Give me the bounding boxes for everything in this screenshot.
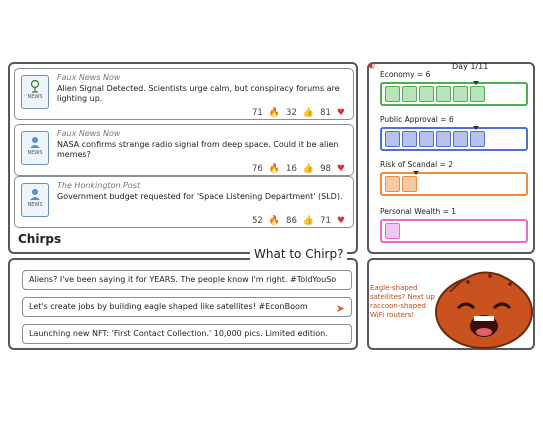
stat-label-wealth: Personal Wealth = 1 (380, 207, 457, 216)
stat-cell (385, 176, 400, 192)
stat-cell (419, 86, 434, 102)
stat-cell (470, 86, 485, 102)
stat-cell (436, 86, 451, 102)
stat-label-scandal: Risk of Scandal = 2 (380, 160, 454, 169)
post-stats: 52 🔥 86 👍 71 ♥ (252, 216, 345, 226)
send-icon[interactable]: ➤ (335, 302, 345, 315)
post-source: Faux News Now (57, 129, 121, 138)
stat-cell (470, 131, 485, 147)
speaker-icon[interactable]: ◀) (367, 62, 376, 70)
news-avatar-icon: NEWS (21, 75, 49, 109)
stat-heart-value: 71 (320, 216, 331, 226)
post-stats: 76 🔥 16 👍 98 ♥ (252, 164, 345, 174)
stat-cell (402, 176, 417, 192)
wealth-bar (380, 219, 528, 243)
thumbs-up-icon: 👍 (302, 108, 315, 118)
day-counter: Day 1/11 (452, 62, 489, 71)
stat-approval-value: 86 (286, 216, 297, 226)
stat-heart-value: 81 (320, 108, 331, 118)
news-post[interactable]: NEWS Faux News Now Alien Signal Detected… (14, 68, 354, 120)
news-post[interactable]: NEWS The Honkington Post Government budg… (14, 176, 354, 228)
chirp-option[interactable]: Launching new NFT: 'First Contact Collec… (22, 324, 352, 344)
stat-approval-value: 16 (286, 164, 297, 174)
stat-cell (453, 131, 468, 147)
stat-cell (402, 131, 417, 147)
stat-economy-value: 76 (252, 164, 263, 174)
flame-icon: 🔥 (268, 216, 281, 226)
stat-cell (402, 86, 417, 102)
compose-panel: Aliens? I've been saying it for YEARS. T… (8, 258, 358, 350)
news-avatar-icon: NEWS (21, 183, 49, 217)
stat-approval-value: 32 (286, 108, 297, 118)
chirp-option[interactable]: Aliens? I've been saying it for YEARS. T… (22, 270, 352, 290)
post-source: Faux News Now (57, 73, 121, 82)
flame-icon: 🔥 (268, 108, 281, 118)
stat-label-economy: Economy = 6 (380, 70, 431, 79)
stat-cell (436, 131, 451, 147)
thumbs-up-icon: 👍 (302, 216, 315, 226)
compose-title: What to Chirp? (250, 247, 348, 261)
heart-icon: ♥ (336, 164, 345, 174)
flame-icon: 🔥 (268, 164, 281, 174)
scandal-bar (380, 171, 528, 196)
stat-economy-value: 71 (252, 108, 263, 118)
heart-icon: ♥ (336, 216, 345, 226)
post-text: Alien Signal Detected. Scientists urge c… (57, 84, 340, 103)
post-source: The Honkington Post (57, 181, 141, 190)
economy-bar (380, 81, 528, 106)
stat-cell (385, 223, 400, 239)
heart-icon: ♥ (336, 108, 345, 118)
news-avatar-icon: NEWS (21, 131, 49, 165)
stat-economy-value: 52 (252, 216, 263, 226)
post-stats: 71 🔥 32 👍 81 ♥ (252, 108, 345, 118)
approval-bar (380, 126, 528, 151)
stat-cell (385, 86, 400, 102)
chirps-feed-panel: NEWS Faux News Now Alien Signal Detected… (8, 62, 358, 254)
chirps-label: Chirps (18, 232, 62, 246)
stat-cell (453, 86, 468, 102)
stat-heart-value: 98 (320, 164, 331, 174)
stat-cell (385, 131, 400, 147)
thumbs-up-icon: 👍 (302, 164, 315, 174)
post-text: Government budget requested for 'Space L… (57, 192, 343, 201)
post-text: NASA confirms strange radio signal from … (57, 140, 339, 159)
news-post[interactable]: NEWS Faux News Now NASA confirms strange… (14, 124, 354, 176)
mascot-character (435, 271, 533, 349)
stat-label-approval: Public Approval = 6 (380, 115, 454, 124)
mascot-speech: Eagle-shaped satellites? Next up raccoon… (370, 284, 435, 319)
chirp-option[interactable]: Let's create jobs by building eagle shap… (22, 297, 352, 317)
stat-cell (419, 131, 434, 147)
